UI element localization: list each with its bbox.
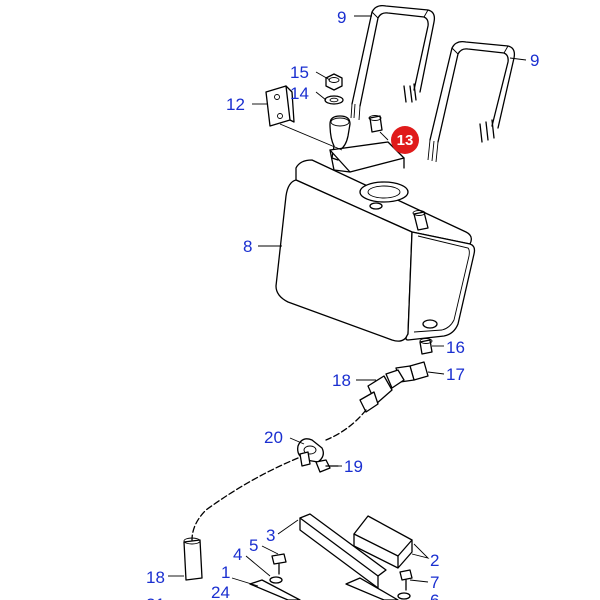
washer-6	[397, 592, 411, 600]
callout-21: 21	[146, 595, 165, 600]
bolt-7	[399, 569, 413, 591]
support-bracket-2	[353, 515, 413, 569]
strap-right	[427, 40, 516, 163]
callout-1: 1	[221, 563, 230, 582]
highlight-badge-13[interactable]: 13	[391, 126, 419, 154]
callout-6: 6	[430, 591, 439, 600]
support-bracket-3	[299, 513, 387, 589]
callout-14: 14	[290, 84, 309, 103]
callout-7: 7	[430, 573, 439, 592]
hose-assembly	[183, 369, 405, 581]
highlight-badge-circle	[391, 126, 419, 154]
callout-16: 16	[446, 338, 465, 357]
callout-labels: 9 9 15 14 12 8 16 17 18 20 19 3 2 5 4 7 …	[146, 8, 539, 600]
callout-4: 4	[233, 545, 242, 564]
callout-15: 15	[290, 63, 309, 82]
callout-8: 8	[243, 237, 252, 256]
callout-18-upper: 18	[332, 371, 351, 390]
callout-18-lower: 18	[146, 568, 165, 587]
callout-9-right: 9	[530, 51, 539, 70]
strap-left	[350, 4, 436, 121]
callout-2: 2	[430, 551, 439, 570]
callout-9-top: 9	[337, 8, 346, 27]
leader-lines	[168, 15, 527, 587]
callout-12: 12	[226, 95, 245, 114]
callout-3: 3	[266, 526, 275, 545]
highlight-badge-label: 13	[397, 132, 414, 149]
washer-part	[324, 95, 344, 105]
fuel-tank	[275, 141, 476, 342]
bolt-5	[271, 553, 287, 575]
nut-part	[325, 73, 343, 91]
callout-19: 19	[344, 457, 363, 476]
callout-24: 24	[211, 583, 230, 600]
cap-part	[368, 115, 383, 133]
callout-17: 17	[446, 365, 465, 384]
support-bracket-1	[249, 577, 399, 600]
fitting-16	[419, 338, 433, 355]
bracket-part	[265, 85, 295, 127]
clamp-part	[297, 438, 324, 467]
callout-20: 20	[264, 428, 283, 447]
washer-4	[269, 576, 283, 584]
callout-5: 5	[249, 536, 258, 555]
